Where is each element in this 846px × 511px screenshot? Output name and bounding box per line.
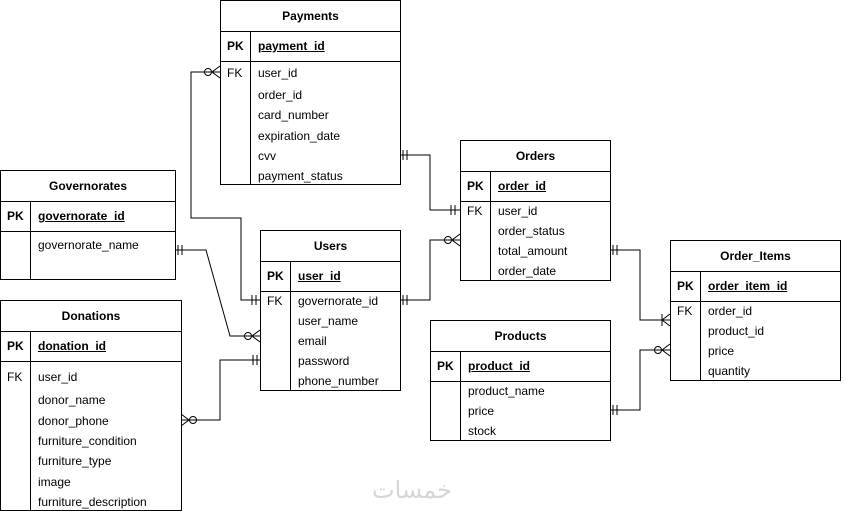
field: product_name: [468, 384, 545, 398]
field: product_id: [708, 324, 765, 338]
entity-title: Users: [261, 231, 400, 262]
rel-users-orders: [400, 239, 460, 301]
field-list: FK user_id donor_name donor_phone furnit…: [1, 361, 181, 510]
fk-label: FK: [7, 370, 23, 384]
end-many-products-order-items: [654, 343, 671, 357]
entity-title: Products: [431, 321, 610, 352]
field-list: governorate_name: [1, 231, 175, 279]
pk-field: governorate_id: [38, 209, 125, 223]
entity-products[interactable]: Products PK product_id product_name pric…: [430, 320, 611, 441]
field: order_date: [498, 264, 557, 278]
field: user_name: [298, 314, 359, 328]
entity-title: Orders: [461, 141, 610, 172]
rel-orders-order-items: [610, 249, 670, 321]
end-one-many-orders-order-items: [661, 313, 671, 327]
pk-row: PK product_id: [431, 351, 610, 382]
field: order_id: [258, 88, 303, 102]
fk-label: FK: [677, 304, 693, 318]
field-list: FK user_id order_id card_number expirati…: [221, 61, 400, 184]
pk-row: PK order_id: [461, 171, 610, 202]
rel-users-payments: [190, 71, 260, 301]
field: payment_status: [258, 169, 343, 183]
field: expiration_date: [258, 129, 341, 143]
pk-field: donation_id: [38, 339, 106, 353]
end-many-users-donations: [180, 413, 197, 427]
pk-row: PK donation_id: [1, 331, 181, 362]
pk-row: PK user_id: [261, 261, 400, 292]
watermark-text: خمسات: [372, 476, 453, 504]
entity-title: Donations: [1, 301, 181, 332]
field: user_id: [498, 204, 538, 218]
field: governorate_id: [298, 294, 379, 308]
pk-label: PK: [227, 39, 244, 53]
rel-governorates-users: [175, 249, 260, 337]
pk-field: user_id: [298, 269, 341, 283]
field: card_number: [258, 108, 329, 122]
pk-label: PK: [7, 209, 24, 223]
field: image: [38, 475, 71, 489]
field: price: [708, 344, 735, 358]
entity-order-items[interactable]: Order_Items PK order_item_id FK order_id…: [670, 240, 841, 381]
field-list: FK user_id order_status total_amount ord…: [461, 201, 610, 280]
entity-payments[interactable]: Payments PK payment_id FK user_id order_…: [220, 0, 401, 185]
fk-label: FK: [227, 66, 243, 80]
field: furniture_condition: [38, 434, 137, 448]
end-many-users-orders: [444, 233, 461, 247]
field: stock: [468, 424, 497, 438]
field-list: FK order_id product_id price quantity: [671, 301, 840, 380]
pk-row: PK order_item_id: [671, 271, 840, 302]
pk-row: PK governorate_id: [1, 201, 175, 232]
pk-label: PK: [467, 179, 484, 193]
fk-label: FK: [267, 294, 283, 308]
entity-orders[interactable]: Orders PK order_id FK user_id order_stat…: [460, 140, 611, 281]
field: donor_phone: [38, 414, 109, 428]
pk-label: PK: [267, 269, 284, 283]
pk-field: payment_id: [258, 39, 325, 53]
entity-users[interactable]: Users PK user_id FK governorate_id user_…: [260, 230, 401, 391]
fk-label: FK: [467, 204, 483, 218]
field: cvv: [258, 149, 276, 163]
field: password: [298, 354, 350, 368]
rel-products-order-items: [610, 349, 670, 411]
pk-label: PK: [677, 279, 694, 293]
field-list: product_name price stock: [431, 381, 610, 440]
pk-field: order_id: [498, 179, 547, 193]
pk-field: product_id: [468, 359, 530, 373]
end-many-governorates-users: [244, 329, 261, 343]
field: order_status: [498, 224, 565, 238]
field-list: FK governorate_id user_name email passwo…: [261, 291, 400, 390]
rel-users-donations: [181, 359, 260, 421]
field: furniture_type: [38, 454, 112, 468]
field: user_id: [258, 66, 298, 80]
field: governorate_name: [38, 238, 139, 252]
field: price: [468, 404, 495, 418]
end-many-users-payments: [204, 65, 221, 79]
entity-governorates[interactable]: Governorates PK governorate_id governora…: [0, 170, 176, 280]
rel-orders-payments: [400, 154, 460, 211]
field: user_id: [38, 370, 78, 384]
entity-title: Payments: [221, 1, 400, 32]
field: total_amount: [498, 244, 568, 258]
pk-label: PK: [437, 359, 454, 373]
pk-label: PK: [7, 339, 24, 353]
entity-donations[interactable]: Donations PK donation_id FK user_id dono…: [0, 300, 182, 511]
field: donor_name: [38, 393, 106, 407]
pk-field: order_item_id: [708, 279, 788, 293]
field: email: [298, 334, 327, 348]
pk-row: PK payment_id: [221, 31, 400, 62]
field: furniture_description: [38, 495, 147, 509]
field: quantity: [708, 364, 751, 378]
field: order_id: [708, 304, 753, 318]
entity-title: Order_Items: [671, 241, 840, 272]
field: phone_number: [298, 374, 379, 388]
entity-title: Governorates: [1, 171, 175, 202]
